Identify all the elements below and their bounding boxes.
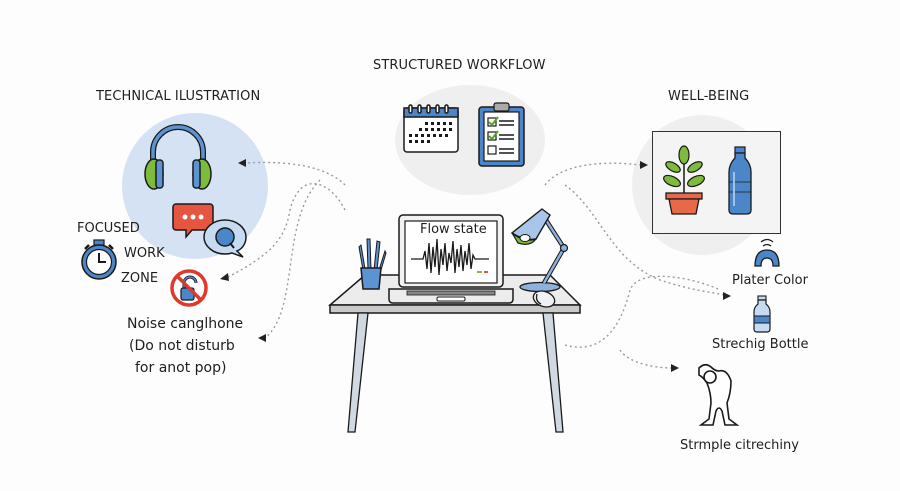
arrowhead <box>640 161 648 169</box>
arrowhead <box>723 292 731 300</box>
noise-caption-line-1: Noise canglhone <box>127 316 244 332</box>
focus-zone-label-1: FOCUSED <box>77 221 140 236</box>
search-bubble-icon <box>203 219 247 258</box>
plant-icon <box>663 145 705 215</box>
desk-lamp-icon <box>510 208 569 293</box>
do-not-disturb-icon <box>170 269 208 307</box>
connector-to-stretching <box>619 349 673 369</box>
connector-to-wellbeing <box>544 162 641 186</box>
small-bottle-icon <box>753 295 771 333</box>
screen-title: Flow state <box>420 222 487 237</box>
water-bottle-icon <box>728 146 752 215</box>
arrowhead <box>220 273 229 281</box>
headphones-icon <box>144 124 212 190</box>
connector-to-stretch <box>564 275 721 348</box>
focus-zone-label-3: ZONE <box>121 271 159 286</box>
focus-zone-label-2: WORK <box>124 246 165 261</box>
arrowhead <box>258 334 266 342</box>
connector-to-dnd <box>227 182 346 278</box>
section-title-wellbeing: WELL-BEING <box>668 89 750 104</box>
connector-to-headphones <box>244 161 346 186</box>
section-title-workflow: STRUCTURED WORKFLOW <box>373 58 546 73</box>
right-item-streching-bottle: Strechig Bottle <box>712 337 809 352</box>
arrowhead <box>238 159 246 167</box>
desk-leg-left <box>347 312 369 433</box>
noise-caption-line-3: for anot pop) <box>135 360 227 376</box>
desk-leg-right <box>542 312 564 433</box>
flow-waveform <box>411 238 489 276</box>
connector-to-noise <box>264 179 321 339</box>
right-item-plater-color: Plater Color <box>732 273 808 288</box>
laptop-icon <box>388 214 514 304</box>
stopwatch-icon <box>81 239 117 280</box>
chair-support-icon <box>754 238 780 267</box>
checklist-clipboard-icon <box>478 102 525 167</box>
mouse-icon <box>532 290 556 308</box>
chat-bubble-icon <box>172 203 214 240</box>
right-item-simple-stretching: Strmple citrechiny <box>680 438 799 453</box>
calendar-icon <box>403 104 459 153</box>
section-title-technical: TECHNICAL ILUSTRATION <box>96 89 261 104</box>
arrowhead <box>671 364 679 372</box>
stretching-person-icon <box>698 363 740 426</box>
noise-caption-line-2: (Do not disturb <box>129 338 235 354</box>
pencil-cup-icon <box>358 238 387 290</box>
